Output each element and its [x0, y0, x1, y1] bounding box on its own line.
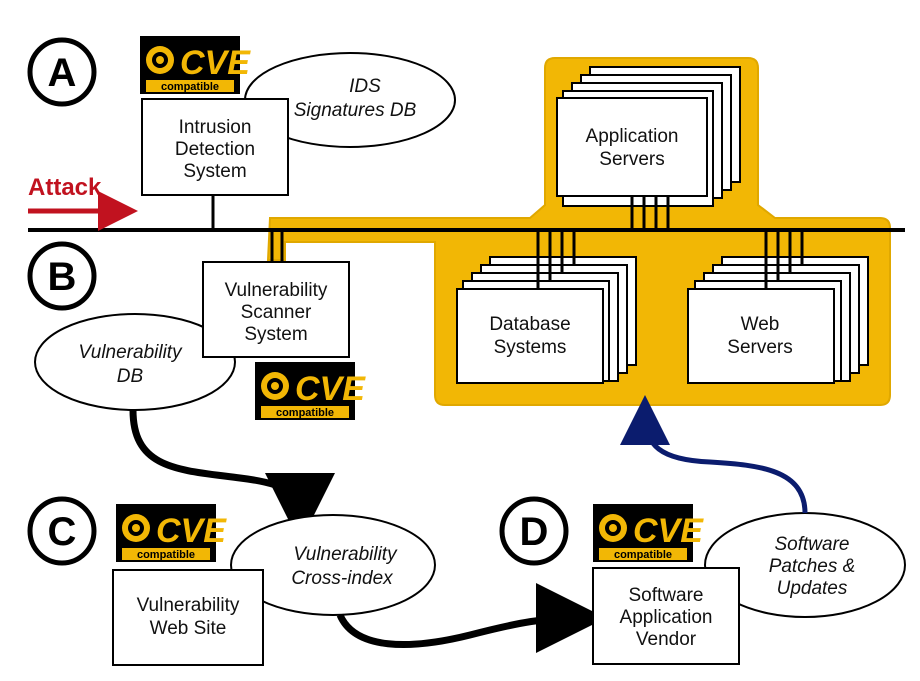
svg-text:Vulnerability: Vulnerability — [293, 544, 398, 565]
marker-d: D — [499, 496, 569, 566]
svg-text:D: D — [520, 510, 549, 554]
svg-text:Vulnerability: Vulnerability — [137, 595, 240, 616]
svg-text:compatible: compatible — [614, 549, 672, 561]
svg-text:Vulnerability: Vulnerability — [225, 280, 328, 301]
svg-text:System: System — [244, 324, 307, 345]
svg-text:Intrusion: Intrusion — [179, 117, 252, 138]
svg-text:Software: Software — [629, 585, 704, 606]
svg-text:Application: Application — [586, 126, 679, 147]
flow-arrow-patches-to-servers — [620, 395, 808, 514]
marker-a: A — [27, 37, 97, 107]
svg-text:C: C — [48, 510, 77, 554]
svg-text:CVE: CVE — [180, 44, 251, 82]
web-servers-connectors — [764, 230, 804, 289]
scanner-connector — [270, 230, 284, 262]
svg-text:Database: Database — [489, 314, 570, 335]
cve-compatible-logo: CVE compatible — [593, 504, 704, 562]
svg-text:Software: Software — [775, 534, 850, 555]
svg-text:Web Site: Web Site — [150, 618, 227, 639]
software-patches-updates: Software Patches & Updates — [704, 512, 906, 618]
svg-text:Web: Web — [741, 314, 780, 335]
svg-text:A: A — [48, 51, 77, 95]
svg-text:Signatures DB: Signatures DB — [294, 100, 417, 121]
web-servers: Web Servers — [687, 256, 869, 384]
marker-b: B — [27, 241, 97, 311]
ids-signatures-db: IDS Signatures DB — [244, 52, 456, 148]
svg-text:Updates: Updates — [777, 578, 848, 599]
svg-text:Systems: Systems — [494, 337, 567, 358]
svg-text:System: System — [183, 161, 246, 182]
svg-text:CVE: CVE — [295, 370, 366, 408]
svg-text:CVE: CVE — [633, 512, 704, 550]
vulnerability-web-site: Vulnerability Web Site — [112, 569, 264, 666]
svg-text:IDS: IDS — [349, 76, 381, 97]
flow-arrow-db-to-crossindex — [129, 409, 335, 543]
intrusion-detection-system: Intrusion Detection System — [141, 98, 289, 196]
svg-text:compatible: compatible — [276, 407, 334, 419]
svg-text:CVE: CVE — [156, 512, 227, 550]
cve-compatible-logo: CVE compatible — [116, 504, 227, 562]
vulnerability-scanner-system: Vulnerability Scanner System — [202, 261, 350, 358]
cve-compatible-logo: CVE compatible — [255, 362, 366, 420]
database-connectors — [536, 230, 576, 289]
svg-text:Detection: Detection — [175, 139, 255, 160]
svg-text:Patches &: Patches & — [769, 556, 856, 577]
svg-text:DB: DB — [117, 366, 144, 387]
attack-label: Attack — [28, 174, 102, 201]
svg-text:compatible: compatible — [161, 81, 219, 93]
cve-compatible-logo: CVE compatible — [140, 36, 251, 94]
svg-text:Servers: Servers — [599, 149, 664, 170]
svg-text:Scanner: Scanner — [241, 302, 312, 323]
svg-text:compatible: compatible — [137, 549, 195, 561]
svg-text:B: B — [48, 255, 77, 299]
application-servers: Application Servers — [556, 66, 741, 207]
svg-text:Servers: Servers — [727, 337, 792, 358]
svg-text:Vulnerability: Vulnerability — [78, 342, 183, 363]
flow-arrow-crossindex-to-vendor — [336, 583, 606, 654]
database-systems: Database Systems — [456, 256, 637, 384]
app-servers-connectors — [630, 196, 670, 230]
software-application-vendor: Software Application Vendor — [592, 567, 740, 665]
marker-c: C — [27, 496, 97, 566]
svg-text:Cross-index: Cross-index — [291, 568, 394, 589]
svg-text:Application: Application — [620, 607, 713, 628]
vulnerability-cross-index: Vulnerability Cross-index — [230, 514, 436, 616]
svg-text:Vendor: Vendor — [636, 629, 697, 650]
